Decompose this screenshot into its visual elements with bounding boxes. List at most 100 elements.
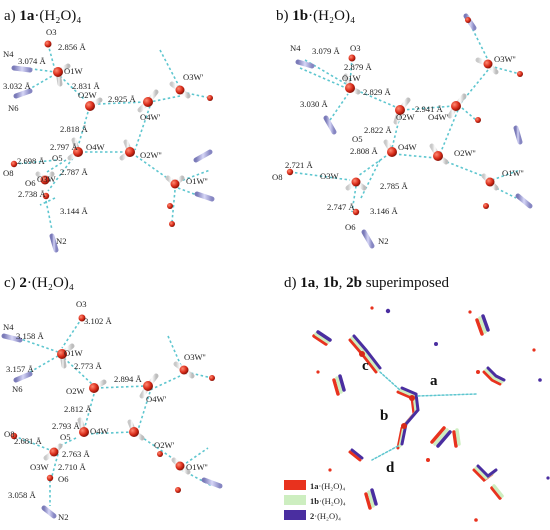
label-b-16: 2.721 Å <box>285 160 313 170</box>
label-a-1: 2.856 Å <box>58 42 86 52</box>
label-a-20: O6 <box>25 178 36 188</box>
label-a-3: 3.074 Å <box>18 56 46 66</box>
labels-a: O3 2.856 Å N4 3.074 Å O1W 3.032 Å 2.831 … <box>3 27 208 246</box>
central-chain <box>348 334 477 461</box>
panel-d: d) 1a, 1b, 2b superimposed <box>284 275 550 522</box>
label-c-14: O4W <box>90 426 110 436</box>
label-c-16: 2.681 Å <box>14 436 42 446</box>
label-a-15: 2.698 Å <box>17 156 45 166</box>
hbond-network-c <box>13 317 213 506</box>
label-a-23: 2.738 Å <box>18 189 46 199</box>
label-a-24: 3.144 Å <box>60 206 88 216</box>
label-c-3: 3.158 Å <box>16 331 44 341</box>
label-d-c: c <box>362 358 369 374</box>
label-c-9: O3W'' <box>184 352 206 362</box>
label-b-0: N4 <box>290 43 301 53</box>
label-b-3: 2.879 Å <box>344 62 372 72</box>
label-c-13: 2.793 Å <box>52 421 80 431</box>
label-b-10: O4W' <box>428 112 449 122</box>
label-a-7: N6 <box>8 103 19 113</box>
legend-label-2: 2·(H₂O)₄ <box>310 511 341 521</box>
legend-swatch-1b <box>284 495 306 505</box>
label-c-20: O3W <box>30 462 50 472</box>
label-c-25: N2 <box>58 512 69 522</box>
label-c-18: 2.763 Å <box>62 449 90 459</box>
label-c-12: 2.812 Å <box>64 404 92 414</box>
label-b-9: O2W <box>396 112 416 122</box>
label-c-2: N4 <box>3 322 14 332</box>
label-a-11: O4W' <box>140 112 161 122</box>
label-b-11: 2.822 Å <box>364 125 392 135</box>
label-b-6: 2.829 Å <box>363 87 391 97</box>
legend-item-1b: 1b·(H₂O)₄ <box>284 495 346 506</box>
label-c-24: 3.058 Å <box>8 490 36 500</box>
label-c-11: O4W' <box>146 394 167 404</box>
label-b-1: 3.079 Å <box>312 46 340 56</box>
label-a-18: O8 <box>3 168 14 178</box>
label-b-17: O8 <box>272 172 283 182</box>
label-b-18: O3W <box>320 171 340 181</box>
label-a-13: 2.797 Å <box>50 142 78 152</box>
label-c-17: O8 <box>4 429 15 439</box>
label-b-2: O3 <box>350 43 361 53</box>
label-c-23: O6 <box>58 474 69 484</box>
superimposed-structures <box>312 306 550 522</box>
label-d-a: a <box>430 373 438 389</box>
label-a-8: 2.925 Å <box>108 94 136 104</box>
legend: 1a·(H₂O)₄ 1b·(H₂O)₄ 2·(H₂O)₄ <box>284 480 346 521</box>
label-b-24: N2 <box>378 236 389 246</box>
label-b-13: 2.808 Å <box>350 146 378 156</box>
label-c-10: O2W <box>66 386 86 396</box>
label-a-6: 2.831 Å <box>72 81 100 91</box>
hbond-network-a <box>13 43 211 231</box>
label-a-12: 2.818 Å <box>60 124 88 134</box>
label-b-19: 2.785 Å <box>380 181 408 191</box>
label-a-17: O2W'' <box>140 150 162 160</box>
legend-swatch-2 <box>284 510 306 520</box>
scattered-atoms <box>316 306 550 522</box>
label-c-4: O1W <box>64 348 84 358</box>
labels-b: N4 3.079 Å O3 2.879 Å O3W'' O1W 2.829 Å … <box>272 43 524 246</box>
molecules-b <box>286 13 533 249</box>
label-b-14: O4W <box>398 142 418 152</box>
label-b-15: O2W'' <box>454 148 476 158</box>
legend-swatch-1a <box>284 480 306 490</box>
label-c-7: N6 <box>12 384 23 394</box>
peripheral-fragments <box>312 314 506 510</box>
label-a-22: O1W'' <box>186 176 208 186</box>
panel-b: b) 1b·(H₂O)₄ <box>272 8 533 249</box>
label-a-19: 2.787 Å <box>60 167 88 177</box>
label-a-0: O3 <box>46 27 57 37</box>
label-a-14: O4W <box>86 142 106 152</box>
panel-c-title: c) 2·(H₂O)₄ <box>4 275 74 291</box>
legend-item-2: 2·(H₂O)₄ <box>284 510 341 521</box>
panel-b-title: b) 1b·(H₂O)₄ <box>276 8 355 24</box>
label-d-b: b <box>380 408 388 424</box>
label-b-5: O1W <box>342 73 362 83</box>
panel-d-title: d) 1a, 1b, 2b superimposed <box>284 275 450 291</box>
label-c-1: 3.102 Å <box>84 316 112 326</box>
molecules-c <box>1 314 223 519</box>
label-a-25: N2 <box>56 236 67 246</box>
label-a-2: N4 <box>3 49 14 59</box>
label-c-8: 2.894 Å <box>114 374 142 384</box>
panel-a-title: a) 1a·(H₂O)₄ <box>4 8 82 24</box>
label-c-0: O3 <box>76 299 87 309</box>
labels-c: O3 3.102 Å N4 3.158 Å O1W 2.773 Å 3.157 … <box>3 299 208 522</box>
legend-label-1b: 1b·(H₂O)₄ <box>310 496 346 506</box>
label-b-20: O1W'' <box>502 168 524 178</box>
bond-labels-d: c a b d <box>362 358 438 476</box>
label-b-12: O5 <box>352 134 363 144</box>
label-d-d: d <box>386 460 395 476</box>
label-b-7: 3.030 Å <box>300 99 328 109</box>
label-b-21: 2.747 Å <box>327 202 355 212</box>
label-b-8: 2.941 Å <box>415 104 443 114</box>
label-c-6: 3.157 Å <box>6 364 34 374</box>
label-c-22: O1W'' <box>186 462 208 472</box>
label-b-23: O6 <box>345 222 356 232</box>
label-a-16: O5 <box>52 153 63 163</box>
label-a-9: O3W' <box>183 72 204 82</box>
label-a-10: O2W <box>78 90 98 100</box>
